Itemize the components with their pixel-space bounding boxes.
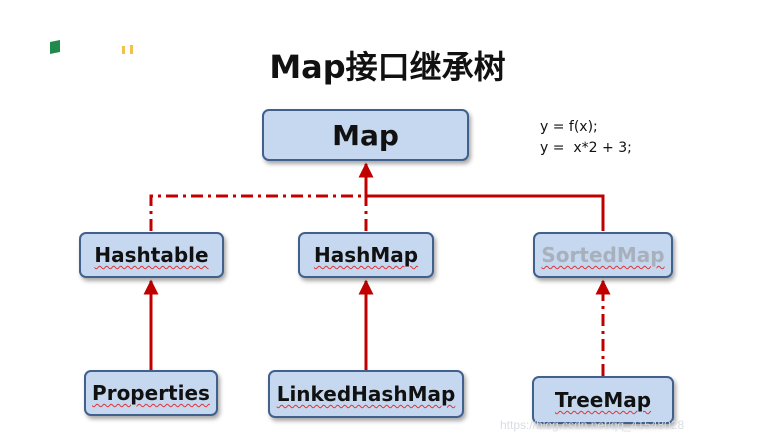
node-linkedhashmap: LinkedHashMap	[268, 370, 464, 418]
node-hashmap-label: HashMap	[313, 243, 419, 267]
edge-sortedmap-to-map	[366, 194, 605, 231]
node-sortedmap: SortedMap	[533, 232, 673, 278]
edge-hashtable-to-map	[149, 194, 366, 231]
node-properties: Properties	[84, 370, 218, 416]
node-hashtable: Hashtable	[79, 232, 224, 278]
node-treemap-label: TreeMap	[554, 388, 652, 412]
node-linkedhashmap-label: LinkedHashMap	[276, 382, 456, 406]
node-map: Map	[262, 109, 469, 161]
logo-mark	[50, 40, 133, 54]
node-properties-label: Properties	[92, 381, 210, 405]
node-treemap: TreeMap	[532, 376, 674, 424]
node-sortedmap-label: SortedMap	[541, 243, 665, 267]
node-hashtable-label: Hashtable	[94, 243, 209, 267]
formula-note: y = f(x); y = x*2 + 3;	[540, 117, 632, 159]
page-title: Map接口继承树	[269, 48, 506, 86]
node-map-label: Map	[332, 118, 399, 152]
node-hashmap: HashMap	[298, 232, 434, 278]
formula-line-2: y = x*2 + 3;	[540, 140, 632, 156]
watermark: https://blog.csdn.net/qq_41548028	[500, 418, 685, 432]
formula-line-1: y = f(x);	[540, 119, 598, 135]
